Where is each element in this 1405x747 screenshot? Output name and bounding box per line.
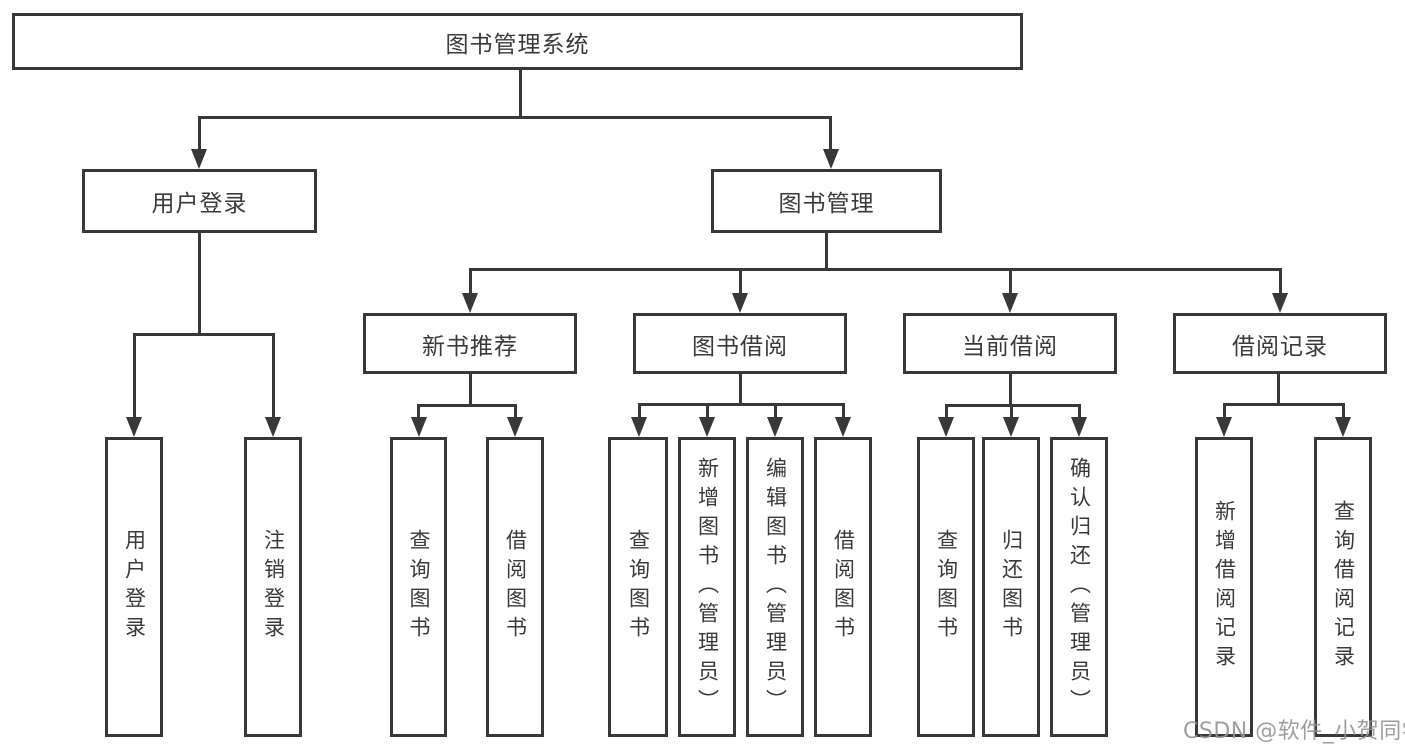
connector-line — [513, 404, 517, 419]
node-book-mgmt: 图书管理 — [711, 169, 942, 233]
arrowhead-down-icon — [938, 417, 954, 437]
arrowhead-down-icon — [732, 293, 748, 313]
node-label-logout-leaf: 注销登录 — [261, 529, 286, 645]
connector-line — [519, 69, 522, 118]
connector-line — [197, 116, 832, 119]
connector-line — [1009, 404, 1013, 419]
node-cb-confirm-return: 确认归还（管理员） — [1050, 437, 1108, 737]
node-bb-query-books: 查询图书 — [608, 437, 668, 737]
node-label-book-borrow: 图书借阅 — [692, 333, 788, 360]
connector-line — [841, 403, 845, 419]
connector-line — [1077, 404, 1081, 419]
arrowhead-down-icon — [1003, 417, 1019, 437]
node-nbr-query-books: 查询图书 — [390, 437, 447, 737]
connector-line — [1341, 403, 1345, 419]
arrowhead-down-icon — [1335, 417, 1351, 437]
node-bb-edit-books: 编辑图书（管理员） — [746, 437, 804, 737]
connector-line — [1222, 403, 1226, 419]
connector-line — [1276, 374, 1280, 405]
connector-line — [417, 404, 517, 407]
node-label-borrow-records: 借阅记录 — [1232, 333, 1328, 360]
node-label-cb-return-books: 归还图书 — [999, 529, 1024, 645]
connector-line — [1222, 403, 1345, 406]
connector-line — [132, 333, 136, 419]
arrowhead-down-icon — [462, 293, 478, 313]
arrowhead-down-icon — [1272, 293, 1288, 313]
node-label-nbr-query-books: 查询图书 — [407, 529, 431, 645]
arrowhead-down-icon — [1216, 417, 1232, 437]
node-cb-return-books: 归还图书 — [982, 437, 1040, 737]
node-label-nbr-borrow-books: 借阅图书 — [503, 529, 528, 645]
node-bb-borrow-books: 借阅图书 — [814, 437, 872, 737]
arrowhead-down-icon — [835, 417, 851, 437]
node-logout-leaf: 注销登录 — [244, 437, 302, 737]
connector-line — [705, 403, 709, 419]
node-label-current-borrow: 当前借阅 — [962, 333, 1058, 360]
arrowhead-down-icon — [126, 417, 142, 437]
arrowhead-down-icon — [410, 417, 427, 437]
connector-line — [197, 116, 201, 152]
connector-line — [944, 404, 1081, 407]
connector-line — [1008, 268, 1012, 295]
node-label-cb-query-books: 查询图书 — [934, 529, 959, 645]
connector-line — [271, 333, 275, 419]
node-label-root: 图书管理系统 — [445, 31, 590, 58]
node-nbr-borrow-books: 借阅图书 — [486, 437, 544, 737]
arrowhead-down-icon — [265, 417, 281, 437]
connector-line — [944, 404, 948, 419]
node-label-user-login-leaf: 用户登录 — [122, 529, 147, 645]
node-user-login: 用户登录 — [82, 169, 317, 233]
connector-line — [468, 374, 472, 407]
connector-line — [468, 268, 1282, 271]
connector-line — [637, 403, 641, 419]
node-label-new-book-rec: 新书推荐 — [422, 333, 518, 360]
node-br-add-record: 新增借阅记录 — [1195, 437, 1253, 737]
arrowhead-down-icon — [631, 417, 647, 437]
node-label-br-query-record: 查询借阅记录 — [1331, 500, 1356, 674]
arrowhead-down-icon — [822, 149, 839, 169]
node-label-bb-edit-books: 编辑图书（管理员） — [763, 456, 788, 718]
node-label-book-mgmt: 图书管理 — [778, 191, 875, 217]
node-borrow-records: 借阅记录 — [1173, 313, 1387, 374]
connector-line — [738, 268, 742, 295]
node-br-query-record: 查询借阅记录 — [1314, 437, 1372, 737]
connector-line — [468, 268, 472, 295]
connector-line — [417, 404, 420, 419]
node-root: 图书管理系统 — [12, 13, 1023, 70]
node-cb-query-books: 查询图书 — [917, 437, 975, 737]
arrowhead-down-icon — [1002, 293, 1018, 313]
connector-line — [132, 333, 275, 336]
watermark: CSDN @软件_小贺同学 — [1183, 719, 1405, 744]
connector-line — [1278, 268, 1282, 295]
node-book-borrow: 图书借阅 — [633, 313, 847, 374]
node-label-bb-borrow-books: 借阅图书 — [831, 529, 856, 645]
arrowhead-down-icon — [767, 417, 783, 437]
node-label-bb-query-books: 查询图书 — [626, 529, 651, 645]
arrowhead-down-icon — [507, 417, 523, 437]
node-label-user-login: 用户登录 — [151, 191, 248, 217]
node-new-book-rec: 新书推荐 — [363, 313, 577, 374]
connector-line — [1008, 374, 1012, 407]
node-current-borrow: 当前借阅 — [903, 313, 1117, 374]
arrowhead-down-icon — [191, 149, 207, 169]
arrowhead-down-icon — [1071, 417, 1087, 437]
connector-line — [773, 403, 777, 419]
connector-line — [198, 233, 201, 336]
node-label-br-add-record: 新增借阅记录 — [1212, 500, 1237, 674]
node-label-cb-confirm-return: 确认归还（管理员） — [1067, 456, 1092, 718]
connector-line — [738, 374, 742, 406]
connector-line — [825, 233, 828, 271]
arrowhead-down-icon — [699, 417, 715, 437]
node-user-login-leaf: 用户登录 — [105, 437, 163, 737]
connector-line — [637, 403, 845, 406]
connector-line — [829, 116, 832, 152]
node-bb-add-books: 新增图书（管理员） — [678, 437, 736, 737]
node-label-bb-add-books: 新增图书（管理员） — [695, 456, 720, 718]
